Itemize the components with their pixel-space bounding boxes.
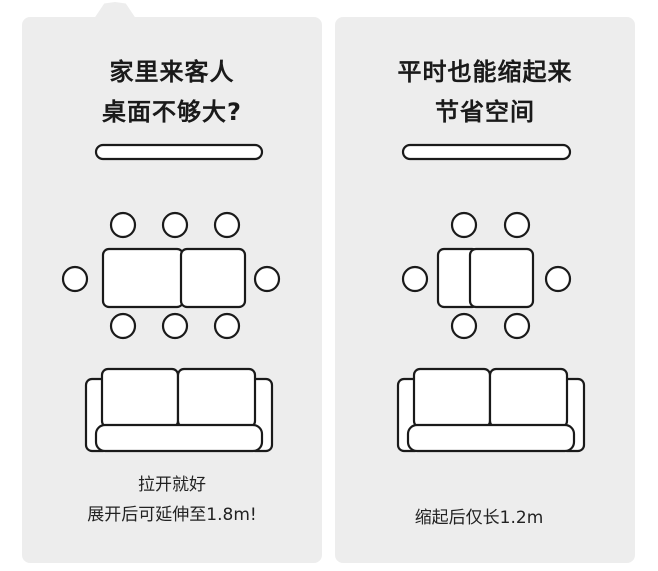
chair	[401, 265, 429, 293]
chair	[161, 312, 189, 340]
chair	[544, 265, 572, 293]
right-title-line2: 节省空间	[435, 98, 535, 126]
table-top	[179, 247, 247, 309]
left-caption-line2: 展开后可延伸至1.8m!	[87, 505, 257, 525]
chair	[450, 312, 478, 340]
chair	[450, 211, 478, 239]
table-side-view	[401, 143, 572, 161]
chair	[61, 265, 89, 293]
extended-dining-illustration	[61, 143, 281, 453]
right-title-line1: 平时也能缩起来	[397, 58, 573, 86]
left-caption-line1: 拉开就好	[138, 475, 206, 495]
chair	[213, 312, 241, 340]
table-extension-leaf	[101, 247, 185, 309]
chair	[253, 265, 281, 293]
compact-dining-illustration	[396, 143, 586, 453]
sofa	[396, 367, 586, 453]
right-caption-line1: 缩起后仅长1.2m	[414, 508, 544, 528]
extended-table-card: 家里来客人 桌面不够大?	[22, 17, 322, 563]
chair	[503, 211, 531, 239]
chair	[213, 211, 241, 239]
sofa	[84, 367, 274, 453]
chair	[109, 211, 137, 239]
chair	[503, 312, 531, 340]
table-top	[468, 247, 535, 309]
compact-table-card: 平时也能缩起来 节省空间	[335, 17, 635, 563]
table-side-view	[94, 143, 264, 161]
left-title-line2: 桌面不够大?	[102, 98, 242, 126]
chair	[161, 211, 189, 239]
chair	[109, 312, 137, 340]
left-title-line1: 家里来客人	[109, 58, 235, 86]
